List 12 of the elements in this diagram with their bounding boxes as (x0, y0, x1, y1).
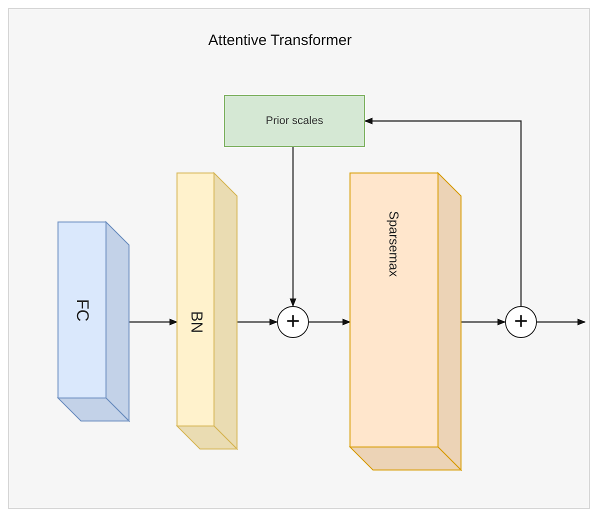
arrow (309, 318, 351, 326)
layer-label: FC (72, 298, 92, 322)
arrow (461, 318, 506, 326)
arrow (290, 147, 296, 307)
arrow (129, 318, 178, 326)
arrow (237, 318, 278, 326)
arrow (537, 318, 586, 326)
process-box: Prior scales (224, 95, 365, 147)
diagram-title: Attentive Transformer (207, 32, 353, 49)
layer-label: BN (186, 311, 204, 334)
layer-label: Sparsemax (386, 211, 402, 278)
arrow (364, 118, 522, 306)
